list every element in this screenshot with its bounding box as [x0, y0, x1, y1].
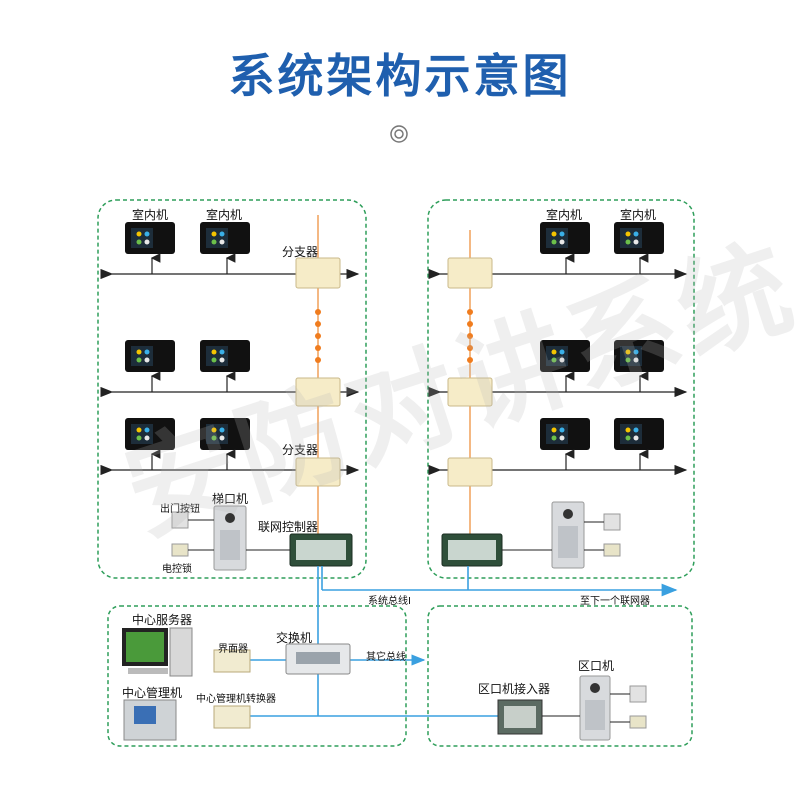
- area-station-access: [497, 699, 543, 735]
- exit-button-right: [603, 513, 621, 531]
- center-group: [107, 605, 407, 747]
- other-bus-label: 其它总线: [366, 652, 406, 663]
- indoor-label-4: 室内机: [620, 208, 657, 222]
- unit-door-station-left: [213, 505, 247, 571]
- riser-dots-left: [315, 309, 321, 363]
- area-station: [579, 675, 611, 741]
- building-group-left: [97, 199, 367, 579]
- indoor-monitors-left: [125, 222, 250, 450]
- network-controller-right: [441, 533, 503, 567]
- electric-lock-right: [603, 543, 621, 557]
- next-network-label: 至下一个联网器: [580, 596, 650, 607]
- area-station-label: 区口机: [578, 659, 615, 673]
- center-manager-label: 中心管理机: [122, 686, 183, 700]
- electric-lock-area: [629, 715, 647, 729]
- network-controller-left: [289, 533, 353, 567]
- interface-device: [213, 649, 251, 673]
- riser-dots-right: [467, 309, 473, 363]
- network-controller-label: 联网控制器: [258, 520, 319, 534]
- area-group: [427, 605, 693, 747]
- exit-button-area: [629, 685, 647, 703]
- center-manager: [123, 699, 177, 741]
- target-icon: [390, 125, 408, 143]
- center-server: [122, 627, 193, 677]
- page-title: 系统架构示意图: [228, 49, 572, 103]
- building-group-right: [427, 199, 695, 579]
- unit-door-station-label: 梯口机: [212, 492, 249, 506]
- area-access-label: 区口机接入器: [478, 682, 551, 696]
- indoor-monitors-right: [540, 222, 664, 450]
- unit-door-station-right: [551, 501, 585, 569]
- converter-label: 中心管理机转换器: [196, 694, 276, 705]
- splitters: [295, 257, 493, 487]
- switch-device: [285, 643, 351, 675]
- switch-label: 交换机: [276, 631, 313, 645]
- electric-lock-label: 电控锁: [162, 564, 192, 575]
- splitter-label-top: 分支器: [282, 245, 319, 259]
- splitter-label-bottom: 分支器: [282, 443, 319, 457]
- center-server-label: 中心服务器: [132, 613, 193, 627]
- indoor-label-3: 室内机: [546, 208, 583, 222]
- indoor-label-1: 室内机: [132, 208, 169, 222]
- exit-button-label: 出门按钮: [160, 504, 200, 515]
- electric-lock-left: [171, 543, 189, 557]
- system-bus-label: 系统总线I: [368, 596, 411, 607]
- interface-label: 界面器: [218, 644, 248, 655]
- indoor-label-2: 室内机: [206, 208, 243, 222]
- center-manager-converter: [213, 705, 251, 729]
